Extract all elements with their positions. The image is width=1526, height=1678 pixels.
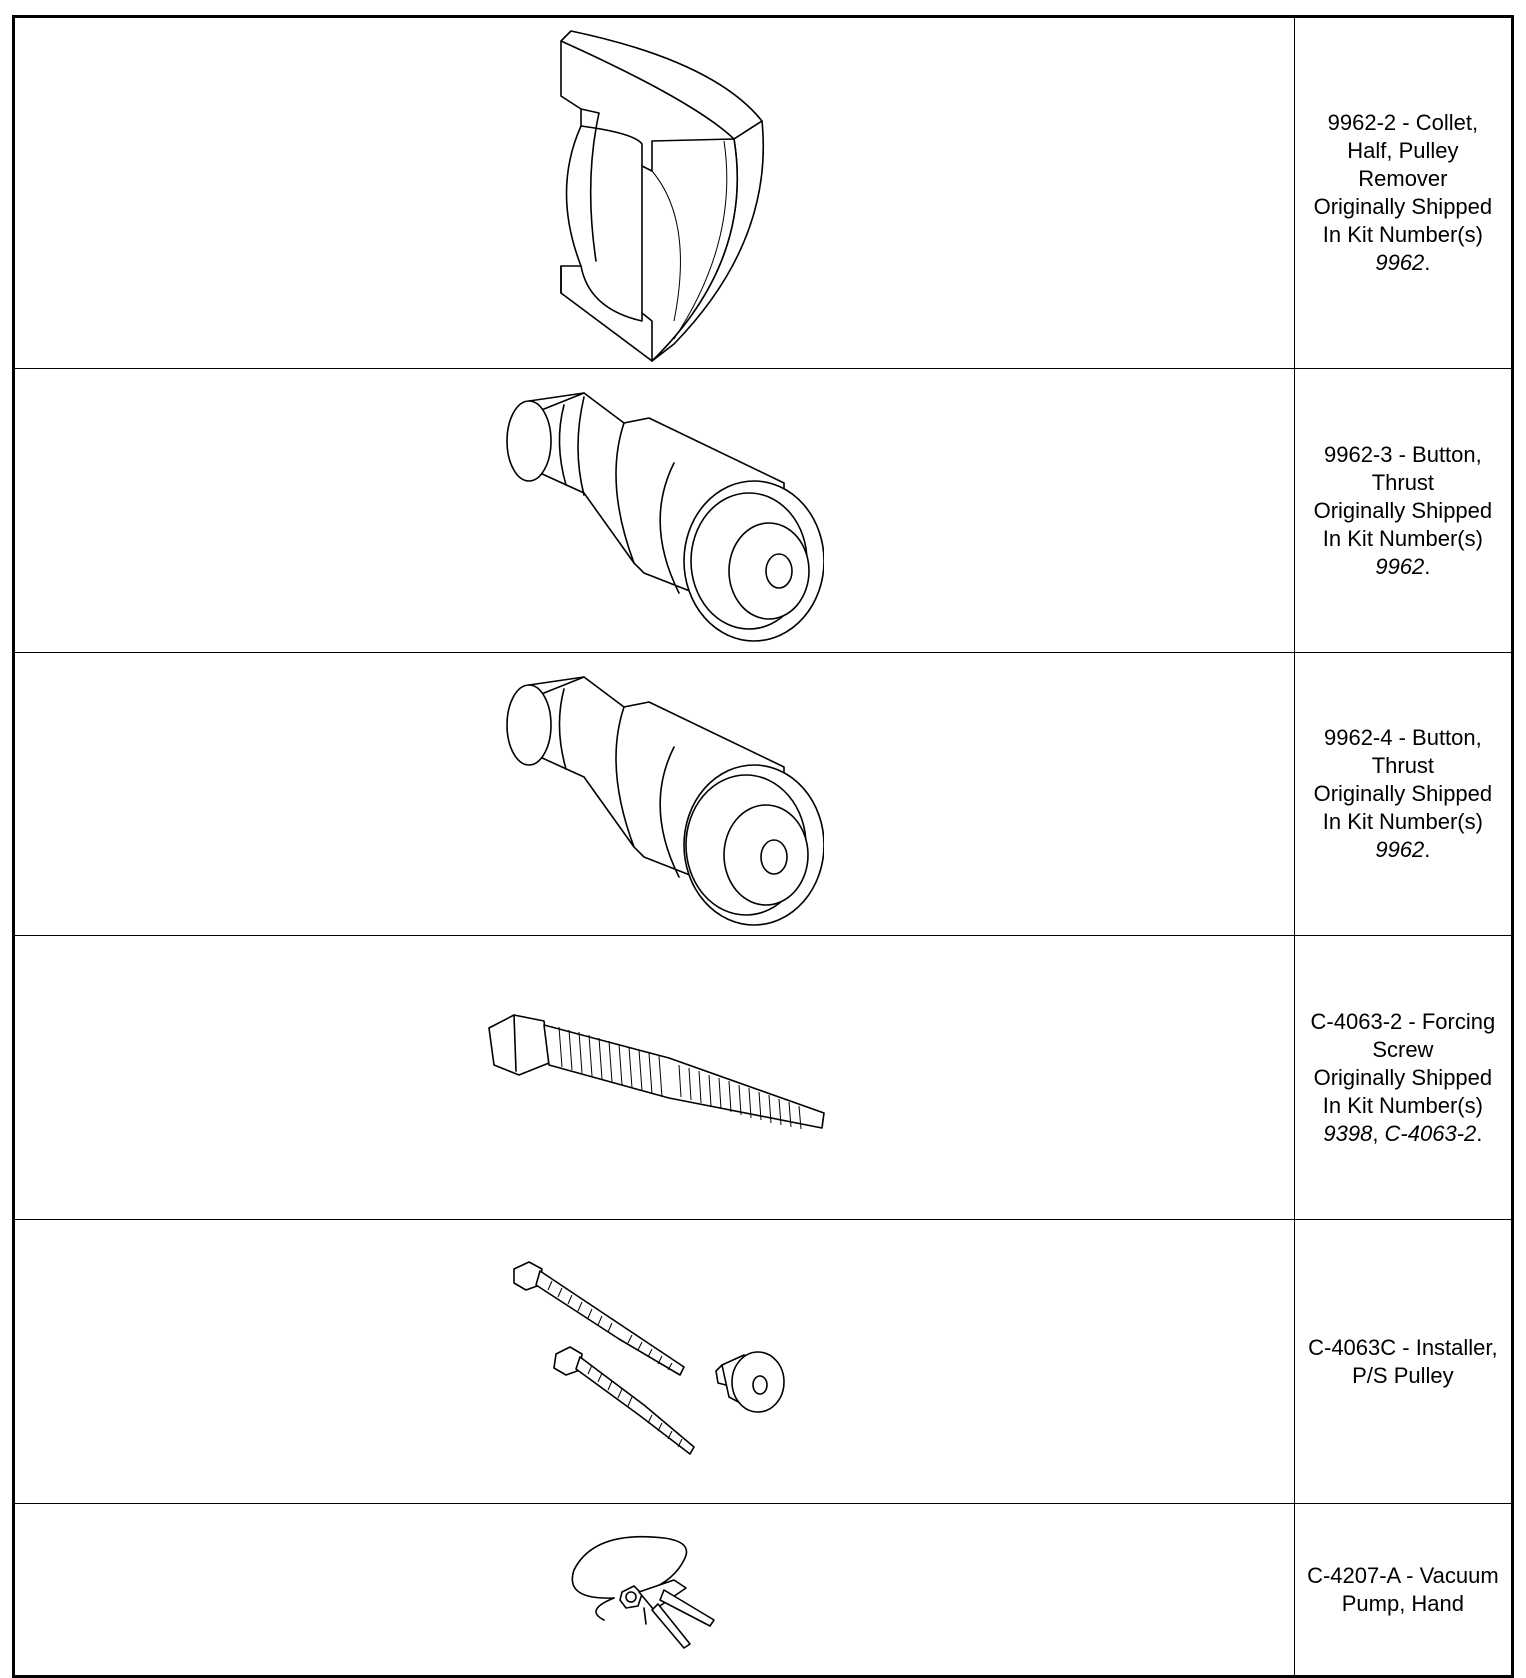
thrust-button-illustration [506, 392, 825, 642]
thrust-button-illustration [506, 675, 825, 926]
tool-image-cell [13, 16, 1295, 369]
desc-line: C-4063C - Installer, [1308, 1334, 1498, 1360]
desc-line: Originally Shipped [1313, 497, 1493, 523]
tool-description: 9962-4 - Button, Thrust Originally Shipp… [1293, 652, 1514, 936]
collet-half-illustration [560, 29, 765, 362]
forcing-screw-illustration [488, 1013, 826, 1129]
desc-line: Screw [1372, 1036, 1434, 1062]
kit-punct: . [1476, 1120, 1483, 1146]
desc-line: Thrust [1371, 753, 1435, 778]
tool-image-cell [13, 935, 1295, 1220]
kit-number: 9962 [1375, 553, 1425, 579]
kit-punct: . [1424, 837, 1431, 862]
desc-line: In Kit Number(s) [1322, 222, 1483, 247]
tool-image-cell [13, 1219, 1295, 1504]
desc-line: Half, Pulley [1347, 138, 1459, 163]
tool-row-collet: 9962-2 - Collet, Half, Pulley Remover Or… [13, 16, 1514, 369]
kit-punct: . [1424, 553, 1431, 579]
tool-row-button-thrust-4: 9962-4 - Button, Thrust Originally Shipp… [13, 652, 1514, 936]
kit-punct: . [1424, 250, 1431, 275]
tool-row-installer: C-4063C - Installer, P/S Pulley [13, 1219, 1514, 1504]
tool-description: 9962-3 - Button, Thrust Originally Shipp… [1293, 368, 1514, 653]
tool-description: C-4207-A - Vacuum Pump, Hand [1293, 1503, 1514, 1677]
tool-image-cell [13, 368, 1295, 653]
tool-description: 9962-2 - Collet, Half, Pulley Remover Or… [1293, 16, 1514, 369]
desc-line: C-4063-2 - Forcing [1310, 1008, 1496, 1034]
special-tools-table: 9962-2 - Collet, Half, Pulley Remover Or… [12, 15, 1514, 1678]
tool-description: C-4063-2 - Forcing Screw Originally Ship… [1293, 935, 1514, 1220]
desc-line: Thrust [1371, 469, 1435, 495]
desc-line: Remover [1358, 166, 1448, 191]
desc-line: C-4207-A - Vacuum [1307, 1562, 1499, 1588]
desc-line: 9962-2 - Collet, [1327, 110, 1479, 135]
desc-line: In Kit Number(s) [1322, 1092, 1483, 1118]
kit-number: C-4063-2 [1384, 1120, 1477, 1146]
kit-number: 9962 [1375, 837, 1425, 862]
kit-punct: , [1372, 1120, 1385, 1146]
tool-description: C-4063C - Installer, P/S Pulley [1293, 1219, 1514, 1504]
desc-line: 9962-3 - Button, [1323, 441, 1482, 467]
desc-line: 9962-4 - Button, [1323, 725, 1482, 750]
desc-line: Pump, Hand [1341, 1590, 1465, 1616]
tool-row-vacuum-pump: C-4207-A - Vacuum Pump, Hand [13, 1503, 1514, 1677]
desc-line: Originally Shipped [1313, 194, 1493, 219]
tool-row-button-thrust-3: 9962-3 - Button, Thrust Originally Shipp… [13, 368, 1514, 653]
desc-line: In Kit Number(s) [1322, 809, 1483, 834]
vacuum-pump-illustration [572, 1535, 716, 1649]
desc-line: In Kit Number(s) [1322, 525, 1483, 551]
pulley-installer-illustration [513, 1260, 786, 1455]
kit-number: 9398 [1323, 1120, 1373, 1146]
desc-line: Originally Shipped [1313, 781, 1493, 806]
tool-image-cell [13, 652, 1295, 936]
kit-number: 9962 [1375, 250, 1425, 275]
desc-line: P/S Pulley [1352, 1362, 1454, 1388]
tool-image-cell [13, 1503, 1295, 1677]
desc-line: Originally Shipped [1313, 1064, 1493, 1090]
tool-row-forcing-screw: C-4063-2 - Forcing Screw Originally Ship… [13, 935, 1514, 1220]
